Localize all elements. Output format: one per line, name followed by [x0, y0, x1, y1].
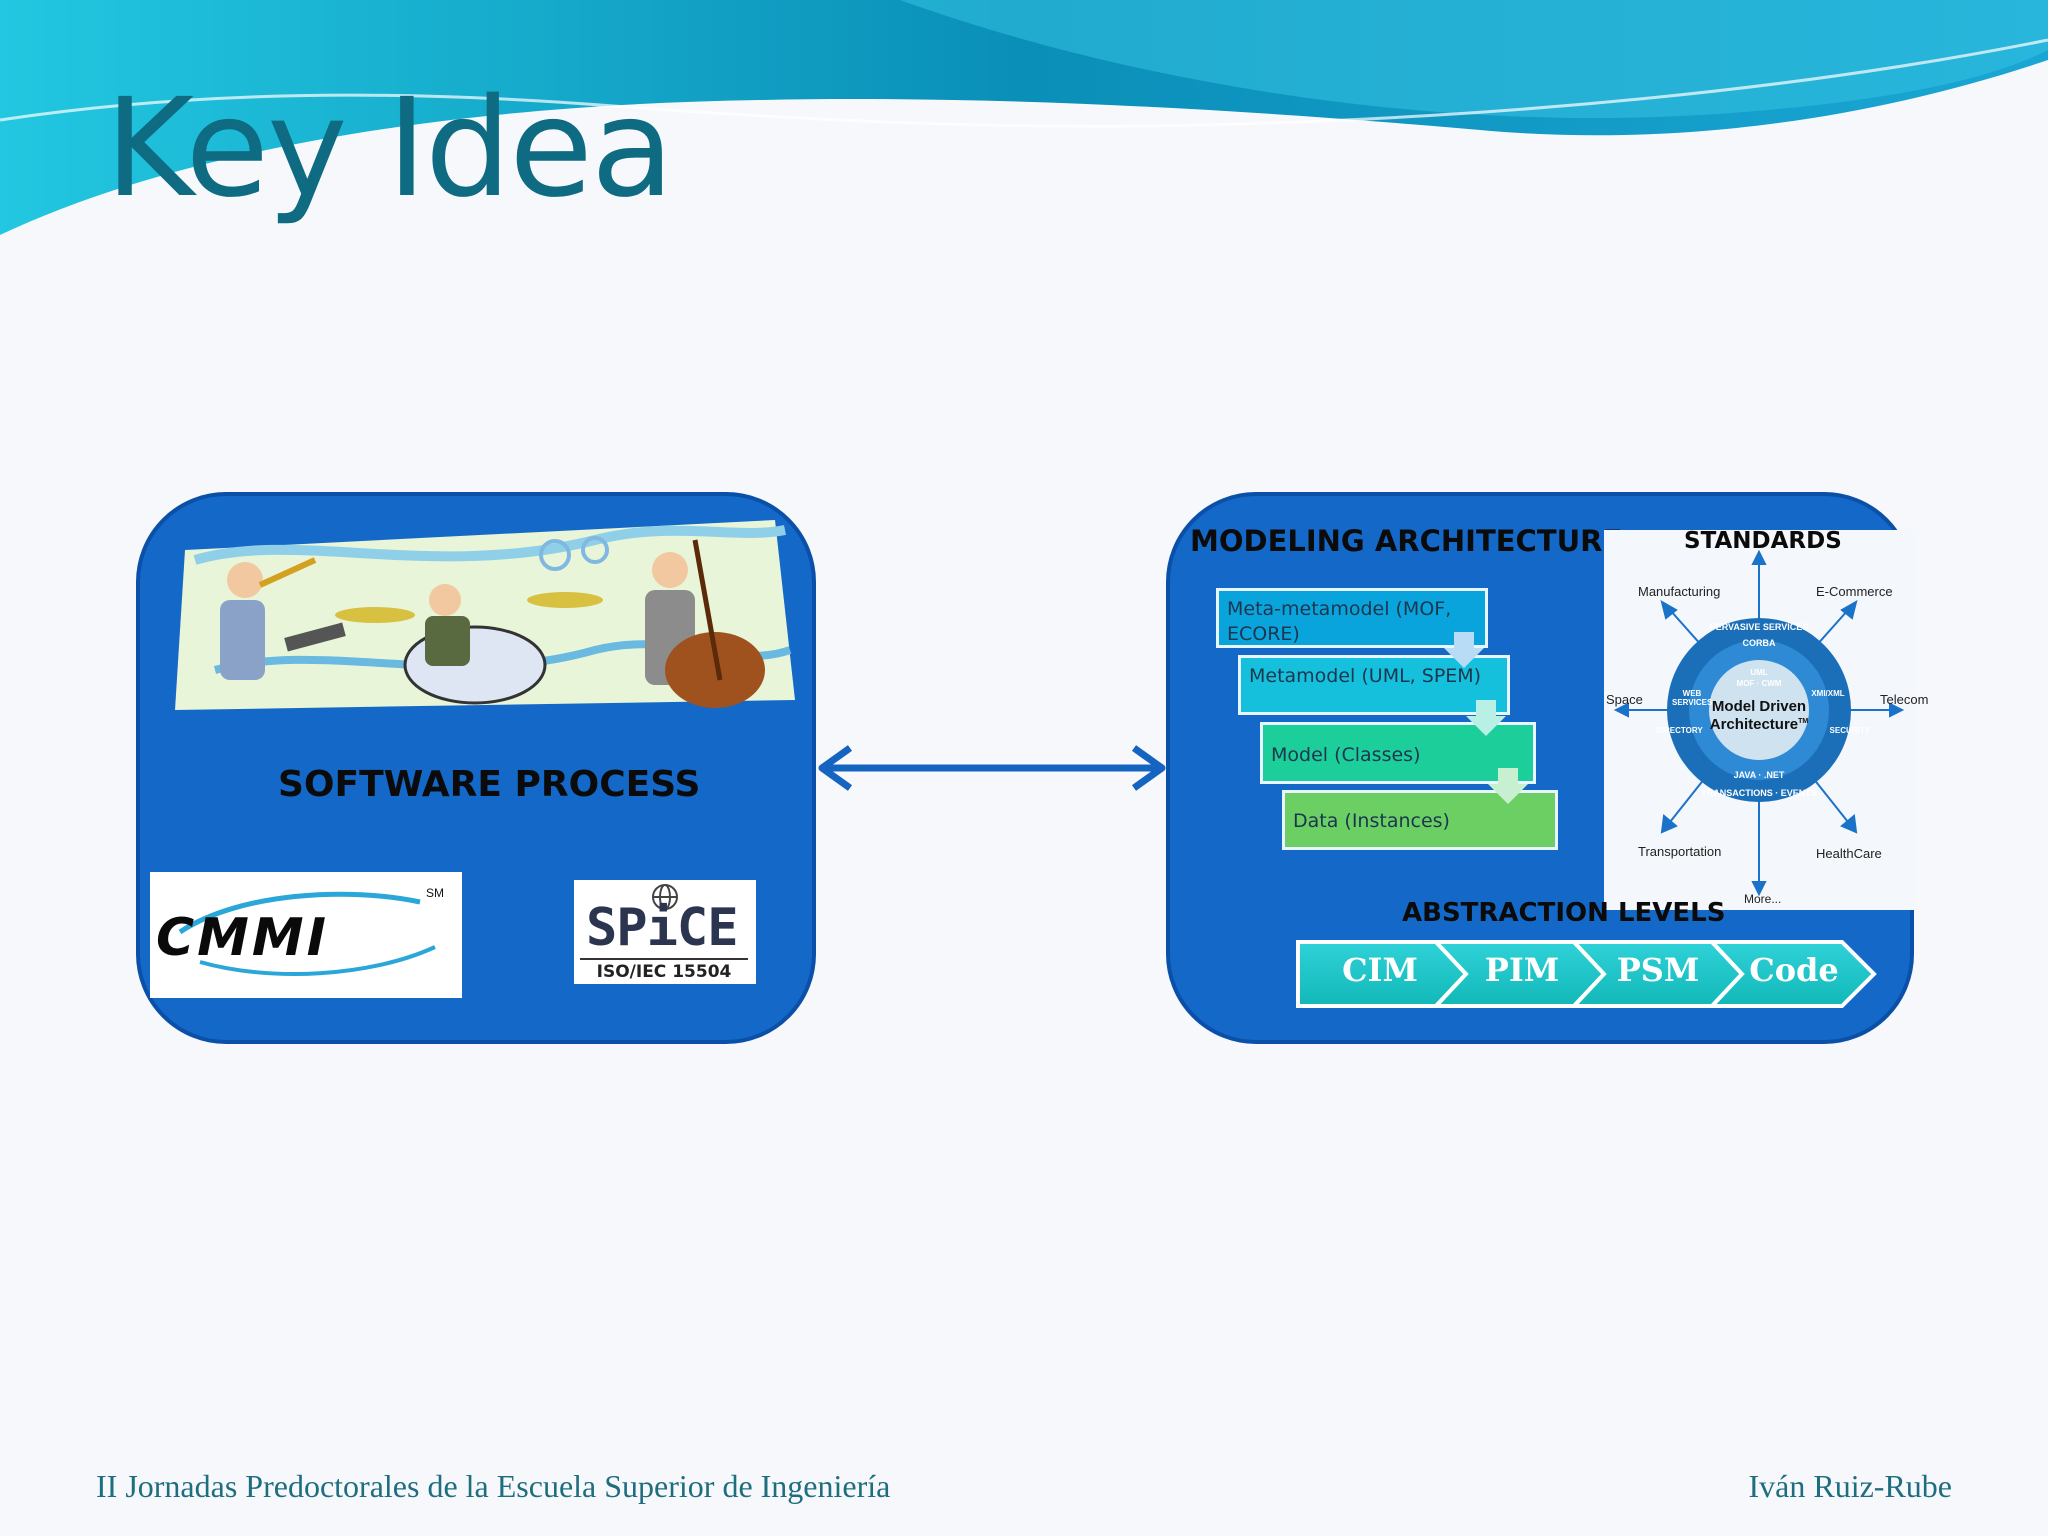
chevron-code: Code	[1749, 951, 1839, 989]
domain-more: More...	[1744, 892, 1782, 906]
slide-title: Key Idea	[105, 70, 674, 228]
modeling-architecture-title: MODELING ARCHITECTURE	[1190, 524, 1623, 558]
standards-title: STANDARDS	[1684, 528, 1842, 554]
abstraction-levels-title: ABSTRACTION LEVELS	[1402, 898, 1726, 928]
abstraction-chevrons	[1296, 940, 1877, 1008]
mda-inner-ring: UML MOF · CWM	[1736, 668, 1782, 689]
chevron-psm: PSM	[1616, 951, 1700, 989]
level-label: Data (Instances)	[1293, 810, 1450, 832]
level-label: Metamodel (UML, SPEM)	[1249, 665, 1482, 687]
chevron-cim: CIM	[1342, 951, 1418, 989]
header-wave	[0, 0, 2048, 235]
mda-middle-ring-top: CORBA	[1742, 638, 1776, 648]
bidirectional-arrow	[818, 745, 1166, 791]
domain-space: Space	[1606, 692, 1643, 707]
mda-middle-ring-left: WEB SERVICES	[1672, 689, 1713, 707]
cmmi-logo-mark: SM	[426, 886, 444, 900]
domain-ecommerce: E-Commerce	[1816, 584, 1893, 599]
footer-author: Iván Ruiz-Rube	[1748, 1468, 1953, 1504]
level-model: Model (Classes)	[1260, 722, 1536, 784]
domain-manufacturing: Manufacturing	[1638, 584, 1721, 599]
cmmi-logo-text: CMMI	[156, 908, 330, 968]
mda-middle-ring-right: XMI/XML	[1811, 689, 1845, 698]
level-label: Model (Classes)	[1271, 744, 1421, 766]
spice-logo-text: SPiCE	[586, 898, 739, 958]
cmmi-logo: CMMI SM	[150, 872, 462, 998]
mda-outer-ring-top: PERVASIVE SERVICES	[1709, 622, 1809, 632]
mda-standards-figure: STANDARDS Model Driven ArchitectureTM UM…	[1604, 528, 1928, 910]
software-process-title: SOFTWARE PROCESS	[278, 764, 701, 805]
level-meta-metamodel: Meta-metamodel (MOF, ECORE)	[1216, 588, 1488, 648]
domain-transportation: Transportation	[1638, 844, 1722, 859]
chevron-pim: PIM	[1484, 951, 1560, 989]
spice-logo-subtitle: ISO/IEC 15504	[580, 958, 748, 982]
mda-outer-ring-bottom: TRANSACTIONS · EVENTS	[1701, 788, 1817, 798]
mda-middle-ring-bottom: JAVA · .NET	[1733, 770, 1785, 780]
mda-outer-ring-right: SECURITY	[1829, 726, 1870, 735]
mda-diagram	[1613, 549, 1905, 897]
level-label: Meta-metamodel (MOF, ECORE)	[1227, 598, 1452, 645]
domain-healthcare: HealthCare	[1816, 846, 1882, 861]
level-down-arrows	[1444, 632, 1528, 804]
spice-logo: SPiCE ISO/IEC 15504	[574, 880, 756, 984]
domain-telecom: Telecom	[1880, 692, 1929, 707]
mda-outer-ring-left: DIRECTORY	[1656, 726, 1703, 735]
globe-icon	[652, 884, 678, 910]
jazz-band-illustration	[175, 520, 795, 710]
mda-center-label: Model Driven ArchitectureTM	[1709, 698, 1809, 733]
footer-event: II Jornadas Predoctorales de la Escuela …	[96, 1468, 891, 1504]
